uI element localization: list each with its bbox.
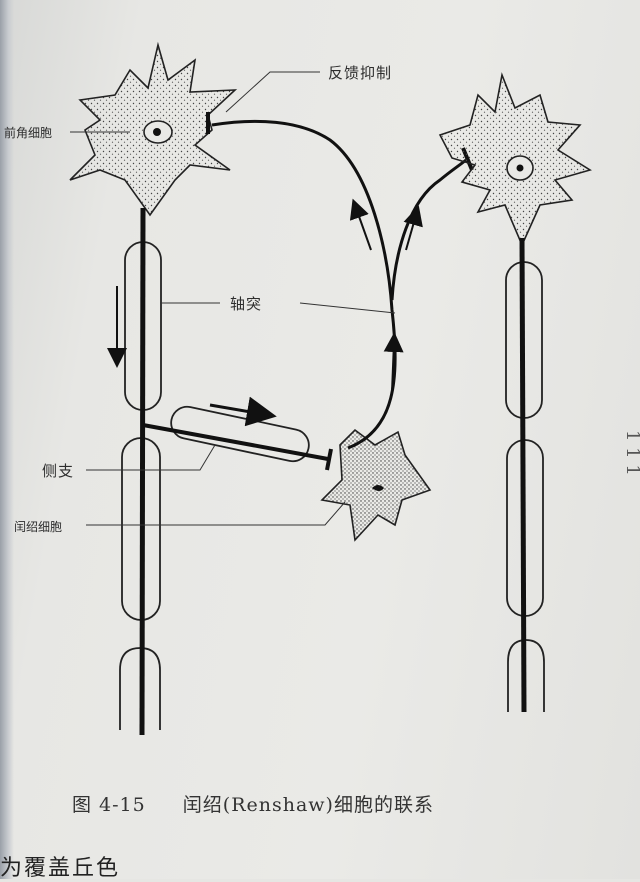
collateral-synapse-bar — [325, 448, 333, 471]
renshaw-arrow-up — [383, 332, 404, 393]
label-renshaw-cell: 闰绍细胞 — [14, 520, 63, 534]
leader-axon-right — [299, 302, 396, 314]
right-axon — [505, 237, 545, 713]
collateral-myelin — [170, 405, 310, 463]
renshaw-soma — [320, 428, 432, 542]
leader-collateral — [86, 444, 216, 471]
renshaw-axon-to-left — [211, 119, 397, 450]
feedback-arrow-right — [403, 205, 423, 251]
label-collateral: 侧支 — [42, 462, 75, 480]
margin-mark: 1 1 1 — [622, 430, 640, 476]
left-motor-neuron — [69, 41, 238, 217]
right-motor-neuron — [438, 72, 592, 247]
label-axon: 轴突 — [230, 295, 263, 313]
right-axon-line — [519, 237, 527, 713]
book-spine-shadow — [0, 0, 14, 879]
label-feedback-inhibition: 反馈抑制 — [328, 64, 393, 82]
figure-caption: 图 4-15 闰绍(Renshaw)细胞的联系 — [72, 790, 434, 817]
leader-renshaw — [86, 501, 346, 526]
left-axon — [107, 207, 162, 736]
renshaw-axon-to-right — [390, 158, 467, 301]
page-body-text: 为覆盖丘色 — [0, 856, 121, 881]
collateral-arrow — [209, 396, 277, 427]
collateral-line — [142, 423, 329, 461]
collateral — [142, 396, 333, 471]
renshaw-axon — [206, 112, 474, 450]
feedback-arrow-left — [349, 198, 372, 251]
leader-lines — [70, 71, 396, 526]
leader-feedback — [225, 71, 320, 113]
renshaw-cell — [320, 428, 432, 542]
left-axon-line — [139, 207, 146, 736]
label-motor-neuron: 前角细胞 — [4, 126, 53, 140]
figure-number: 图 4-15 — [72, 794, 146, 816]
figure-title: 闰绍(Renshaw)细胞的联系 — [182, 794, 434, 816]
